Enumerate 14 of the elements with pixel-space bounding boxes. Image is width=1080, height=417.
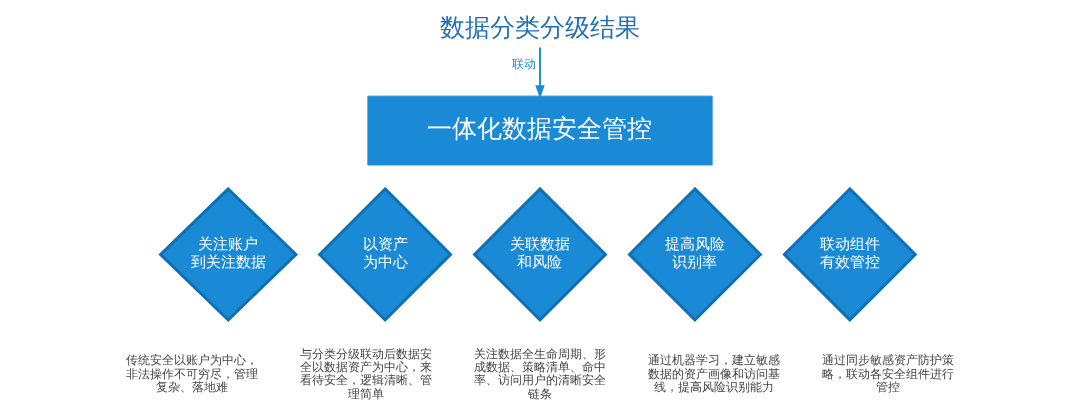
edge-label: 联动 <box>511 56 536 72</box>
node-label: 传统安全以账户为中心，非法操作不可穷尽，管理复杂、落地难 <box>125 352 258 395</box>
node-text: 数据分类分级结果 <box>440 12 640 42</box>
node-label: 通过机器学习，建立敏感数据的资产画像和访问基线，提高风险识别能力 <box>648 352 781 395</box>
node-diamond: 关联数据和风险 <box>472 186 608 322</box>
node-label: 通过同步敏感资产防护策略，联动各安全组件进行管控 <box>822 352 955 395</box>
arrow <box>535 46 545 99</box>
node-diamond: 关注账户到关注数据 <box>158 186 299 322</box>
node-label: 关注数据全生命周期、形成数据、策略清单、命中率、访问用户的清晰安全链条 <box>474 345 606 401</box>
node-diamond: 提高风险识别率 <box>627 186 763 322</box>
node-box: 一体化数据安全管控 <box>367 95 713 166</box>
node-diamond: 以资产为中心 <box>317 186 453 322</box>
node-diamond: 联动组件有效管控 <box>782 186 918 322</box>
node-label: 与分类分级联动后数据安全以数据资产为中心，来看待安全，逻辑清晰、管理简单 <box>299 345 432 401</box>
